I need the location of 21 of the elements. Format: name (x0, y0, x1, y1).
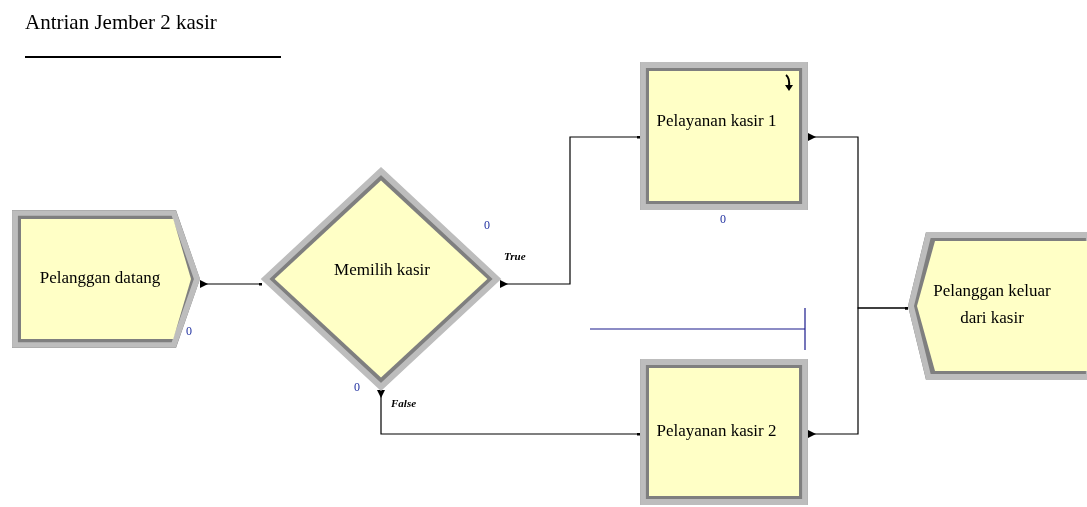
node-label: Pelanggan datang (38, 267, 162, 289)
diagram-title: Antrian Jember 2 kasir (25, 10, 217, 35)
connector (807, 306, 909, 438)
create-module (12, 210, 200, 348)
connector (199, 280, 263, 288)
node-label: Memilih kasir (333, 259, 431, 281)
counter-label: 0 (186, 324, 192, 339)
edge-label: True (503, 250, 527, 262)
process-box (640, 62, 808, 210)
counter-label: 0 (354, 380, 360, 395)
decision-diamond (262, 168, 500, 390)
edge-label: False (390, 397, 418, 409)
counter-label: 0 (720, 212, 726, 227)
connector (499, 135, 641, 288)
node-label: Pelayanan kasir 1 (655, 110, 778, 132)
node-label: Pelanggan keluar dari kasir (932, 280, 1052, 330)
node-label: Pelayanan kasir 2 (655, 420, 778, 442)
dispose-module (908, 232, 1087, 380)
process-box (640, 359, 808, 505)
counter-label: 0 (484, 218, 490, 233)
connector (377, 389, 641, 436)
